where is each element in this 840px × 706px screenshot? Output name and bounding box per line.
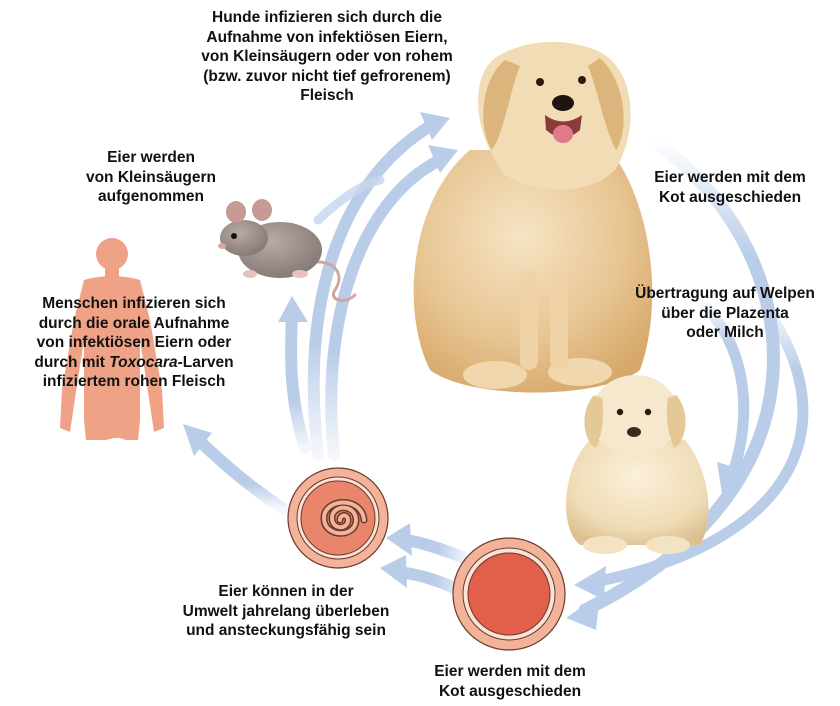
humans-line4: durch mit Toxocara-Larven xyxy=(4,353,264,373)
label-dogs-infect: Hunde infizieren sich durch die Aufnahme… xyxy=(172,8,482,106)
arrow-head-icon xyxy=(574,566,606,600)
arrow-head-icon xyxy=(386,523,412,556)
label-puppies: Übertragung auf Welpen über die Plazenta… xyxy=(620,284,830,343)
larvated-egg xyxy=(288,468,388,568)
label-environment: Eier können in der Umwelt jahrelang über… xyxy=(166,582,406,641)
puppy-image xyxy=(566,375,708,554)
label-small-mammals: Eier werden von Kleinsäugern aufgenommen xyxy=(66,148,236,207)
label-bottom-excrete: Eier werden mit dem Kot ausgeschieden xyxy=(410,662,610,701)
label-dog-excrete: Eier werden mit dem Kot ausgeschieden xyxy=(630,168,830,207)
arrow-egg-to-egg-1 xyxy=(405,540,470,560)
arrow-egg-to-human xyxy=(198,440,282,508)
arrow-egg-to-rat xyxy=(291,315,305,448)
label-humans: Menschen infizieren sich durch die orale… xyxy=(4,294,264,392)
unembryonated-egg xyxy=(453,538,565,650)
arrow-head-icon xyxy=(566,594,600,630)
arrow-head-icon xyxy=(278,296,308,322)
